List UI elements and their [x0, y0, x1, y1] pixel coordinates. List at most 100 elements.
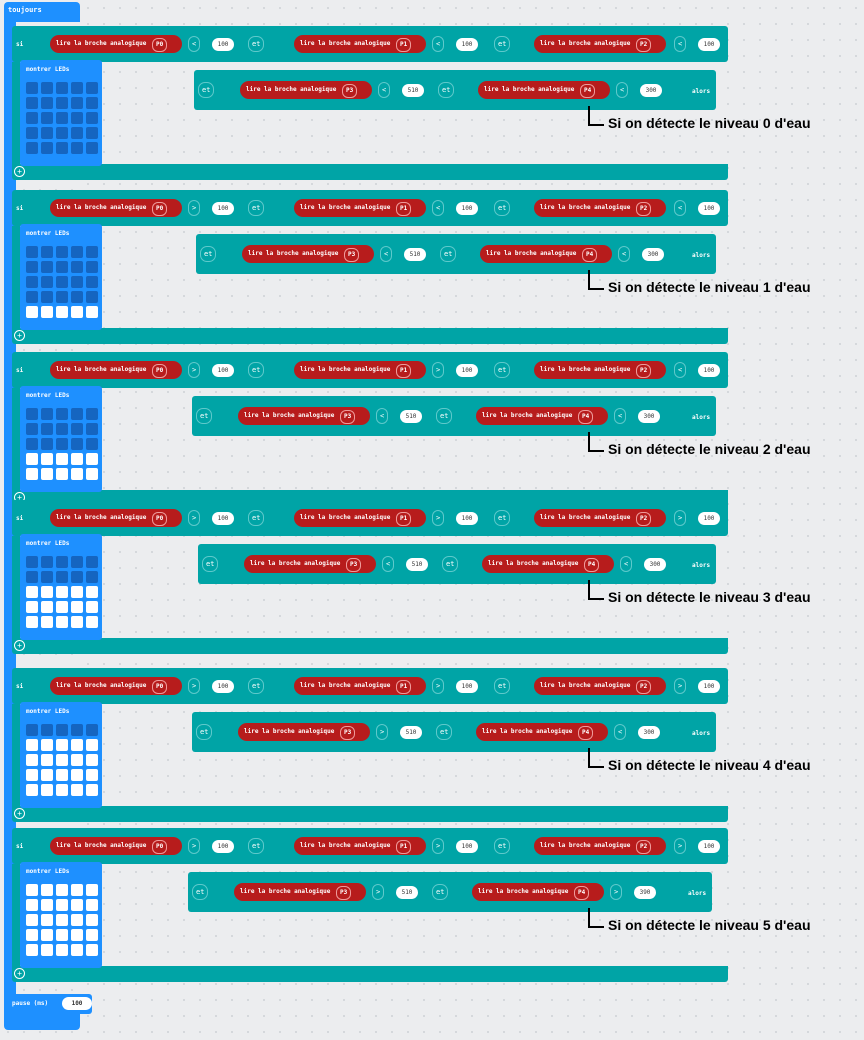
pin-dropdown[interactable]: P3	[344, 248, 360, 262]
and-operator[interactable]: et	[248, 510, 265, 526]
threshold-value[interactable]: 100	[456, 680, 478, 693]
led-cell[interactable]	[26, 408, 38, 420]
and-operator[interactable]: et	[436, 724, 453, 740]
comparison-operator[interactable]: >	[188, 200, 201, 216]
comparison-operator[interactable]: <	[188, 36, 201, 52]
comparison-operator[interactable]: >	[188, 510, 201, 526]
comparison-operator[interactable]: >	[610, 884, 623, 900]
and-operator[interactable]: et	[200, 246, 217, 262]
led-cell[interactable]	[71, 276, 83, 288]
threshold-value[interactable]: 100	[698, 38, 720, 51]
comparison-operator[interactable]: <	[378, 82, 391, 98]
led-cell[interactable]	[71, 468, 83, 480]
and-operator[interactable]: et	[248, 200, 265, 216]
led-cell[interactable]	[26, 616, 38, 628]
led-cell[interactable]	[41, 571, 53, 583]
led-cell[interactable]	[56, 884, 68, 896]
pin-dropdown[interactable]: P3	[340, 410, 356, 424]
and-operator[interactable]: et	[440, 246, 457, 262]
threshold-value[interactable]: 100	[456, 364, 478, 377]
led-cell[interactable]	[26, 112, 38, 124]
led-cell[interactable]	[86, 556, 98, 568]
led-cell[interactable]	[41, 82, 53, 94]
led-cell[interactable]	[86, 306, 98, 318]
pin-dropdown[interactable]: P4	[584, 558, 600, 572]
led-cell[interactable]	[56, 408, 68, 420]
show-leds-block[interactable]: montrer LEDs	[20, 534, 102, 640]
pause-value[interactable]: 100	[62, 997, 92, 1010]
pin-dropdown[interactable]: P4	[578, 726, 594, 740]
led-cell[interactable]	[26, 127, 38, 139]
led-cell[interactable]	[56, 754, 68, 766]
led-cell[interactable]	[86, 97, 98, 109]
led-cell[interactable]	[71, 944, 83, 956]
led-cell[interactable]	[71, 112, 83, 124]
threshold-value[interactable]: 390	[634, 886, 656, 899]
led-cell[interactable]	[71, 929, 83, 941]
led-cell[interactable]	[86, 929, 98, 941]
add-else-icon[interactable]: +	[14, 330, 25, 341]
led-cell[interactable]	[56, 142, 68, 154]
led-cell[interactable]	[41, 468, 53, 480]
led-cell[interactable]	[26, 914, 38, 926]
led-cell[interactable]	[71, 261, 83, 273]
led-cell[interactable]	[26, 929, 38, 941]
led-cell[interactable]	[71, 884, 83, 896]
led-cell[interactable]	[26, 306, 38, 318]
led-cell[interactable]	[56, 97, 68, 109]
comparison-operator[interactable]: <	[674, 200, 687, 216]
led-cell[interactable]	[26, 944, 38, 956]
threshold-value[interactable]: 100	[698, 202, 720, 215]
and-operator[interactable]: et	[442, 556, 459, 572]
led-cell[interactable]	[26, 291, 38, 303]
led-cell[interactable]	[56, 739, 68, 751]
led-cell[interactable]	[71, 127, 83, 139]
threshold-value[interactable]: 510	[400, 726, 422, 739]
led-cell[interactable]	[86, 127, 98, 139]
threshold-value[interactable]: 100	[698, 512, 720, 525]
threshold-value[interactable]: 510	[396, 886, 418, 899]
comparison-operator[interactable]: <	[674, 362, 687, 378]
comparison-operator[interactable]: >	[674, 678, 687, 694]
and-operator[interactable]: et	[248, 838, 265, 854]
led-cell[interactable]	[86, 82, 98, 94]
led-cell[interactable]	[56, 724, 68, 736]
pin-dropdown[interactable]: P1	[396, 680, 412, 694]
led-cell[interactable]	[41, 453, 53, 465]
comparison-operator[interactable]: <	[376, 408, 389, 424]
comparison-operator[interactable]: <	[382, 556, 395, 572]
comparison-operator[interactable]: <	[432, 36, 445, 52]
pin-dropdown[interactable]: P2	[636, 680, 652, 694]
led-cell[interactable]	[41, 261, 53, 273]
pin-dropdown[interactable]: P3	[336, 886, 352, 900]
led-cell[interactable]	[41, 408, 53, 420]
led-cell[interactable]	[56, 246, 68, 258]
led-cell[interactable]	[41, 246, 53, 258]
threshold-value[interactable]: 100	[212, 38, 234, 51]
threshold-value[interactable]: 100	[456, 38, 478, 51]
threshold-value[interactable]: 100	[456, 840, 478, 853]
led-cell[interactable]	[56, 944, 68, 956]
led-cell[interactable]	[86, 739, 98, 751]
led-cell[interactable]	[86, 453, 98, 465]
led-cell[interactable]	[41, 556, 53, 568]
and-operator[interactable]: et	[494, 36, 511, 52]
led-cell[interactable]	[41, 601, 53, 613]
threshold-value[interactable]: 100	[456, 512, 478, 525]
led-cell[interactable]	[56, 468, 68, 480]
led-cell[interactable]	[71, 784, 83, 796]
